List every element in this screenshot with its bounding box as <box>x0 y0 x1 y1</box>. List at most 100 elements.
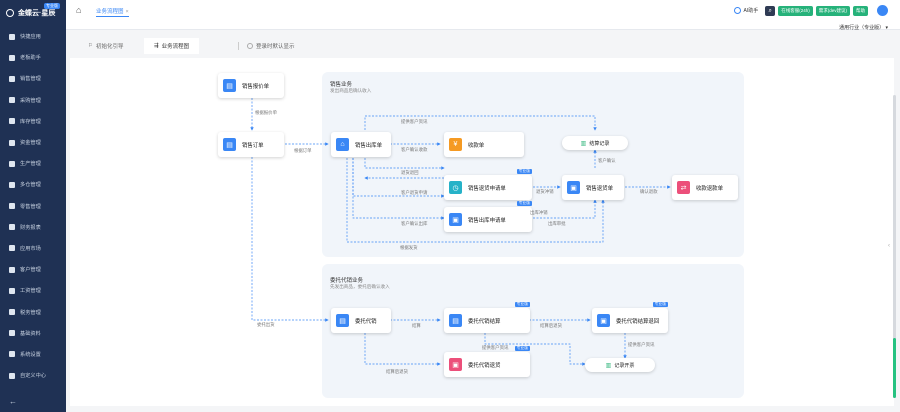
money-icon: ¥ <box>449 138 462 151</box>
edge-label: 客户退货申请 <box>401 190 428 195</box>
avatar[interactable] <box>877 5 888 16</box>
tab-label: 初始化引导 <box>95 44 124 50</box>
node-consign-settle[interactable]: ▤委托代销结算专业版 <box>444 302 530 333</box>
gear-icon <box>8 351 15 358</box>
edge-label: 结算后退货 <box>386 369 408 374</box>
tab-init-guide[interactable]: ⚐初始化引导 <box>78 38 133 54</box>
sidebar-item[interactable]: 资金管理 <box>0 132 66 153</box>
node-settle-record[interactable]: ▥结算记录 <box>562 136 628 150</box>
toggle-label: 登录时默认显示 <box>256 44 295 50</box>
service-button[interactable]: 在线客服(24h) <box>778 5 813 16</box>
node-consign-settle-return[interactable]: ▣委托代销结算退回专业版 <box>592 302 668 333</box>
search-icon[interactable]: ⌕ <box>765 5 776 16</box>
tab-flowchart[interactable]: ⇶业务流程图 <box>144 38 200 54</box>
ai-assistant-button[interactable]: AI助手 <box>734 7 758 14</box>
flow-connectors <box>250 98 671 366</box>
divider <box>238 42 239 50</box>
clock-icon: ◷ <box>449 181 462 194</box>
node-sales-quote[interactable]: ▤ 销售报价单 <box>218 73 284 98</box>
edge-label: 提供客户资讯 <box>401 119 428 124</box>
edge-settle-record <box>484 333 586 366</box>
sidebar-item[interactable]: 零售管理 <box>0 196 66 217</box>
close-icon[interactable]: × <box>125 9 129 15</box>
sidebar-item-label: 应用市场 <box>20 245 41 252</box>
node-label: 委托代销 <box>355 318 377 325</box>
edge-outbound-return <box>352 158 445 198</box>
doc-icon <box>8 54 15 61</box>
sidebar-item[interactable]: 库存管理 <box>0 111 66 132</box>
node-refund[interactable]: ⇄收款退款单 <box>672 175 738 200</box>
sidebar-item[interactable]: 销售管理 <box>0 68 66 89</box>
node-label: 销售订单 <box>242 142 264 149</box>
sidebar-item[interactable]: 多仓管理 <box>0 174 66 195</box>
help-button[interactable]: 帮助 <box>853 5 868 16</box>
group-title: 委托代销业务 <box>330 278 364 284</box>
chevron-right-icon[interactable]: ‹ <box>888 243 890 249</box>
node-sales-return[interactable]: ▣销售退货单 <box>562 175 624 200</box>
edge-label: 结算 <box>412 323 421 328</box>
node-label: 委托代销结算退回 <box>616 318 660 325</box>
edge-label: 结算后退货 <box>540 323 562 328</box>
sidebar-item[interactable]: 快捷应用 <box>0 26 66 47</box>
industry-select[interactable]: 通用行业（专业版） ▾ <box>839 24 888 31</box>
tab-label: 业务流程图 <box>161 44 190 50</box>
sidebar-item[interactable]: 客户管理 <box>0 259 66 280</box>
scrollbar[interactable] <box>893 95 896 398</box>
sidebar: 金蝶云·星辰 专业版 快捷应用老板助手销售管理采购管理库存管理资金管理生产管理多… <box>0 0 66 412</box>
group-title: 销售业务 <box>330 82 353 88</box>
pro-badge: 专业版 <box>516 201 532 206</box>
box-icon: ▣ <box>449 358 462 371</box>
edge-label: 根据订单 <box>294 148 312 153</box>
group-subtitle: 先发出商品，委托后确认收入 <box>330 284 390 289</box>
sidebar-item-label: 基础资料 <box>20 330 41 337</box>
doc-icon: ▤ <box>223 79 236 92</box>
logo-icon <box>6 9 14 17</box>
sidebar-item[interactable]: 应用市场 <box>0 238 66 259</box>
node-sales-order[interactable]: ▤销售订单 <box>218 132 284 157</box>
radio-icon[interactable] <box>247 43 253 49</box>
sidebar-item[interactable]: 老板助手 <box>0 47 66 68</box>
sidebar-item[interactable]: 生产管理 <box>0 153 66 174</box>
sidebar-item-label: 客户管理 <box>20 267 41 274</box>
home-icon[interactable]: ⌂ <box>76 5 82 15</box>
sidebar-item[interactable]: 工资管理 <box>0 280 66 301</box>
node-record-invoice[interactable]: ▥记录开票 <box>585 358 655 372</box>
money-icon <box>8 139 15 146</box>
sidebar-item-label: 工资管理 <box>20 288 41 295</box>
edge-label: 提供客户资讯 <box>482 345 509 350</box>
demand-button[interactable]: 需求(dev建议) <box>815 5 850 16</box>
breadcrumb-tab[interactable]: 业务流程图× <box>96 7 129 17</box>
brand-logo[interactable]: 金蝶云·星辰 专业版 <box>0 0 66 26</box>
edge-label: 客户确认出库 <box>401 221 428 226</box>
sidebar-item-label: 零售管理 <box>20 203 41 210</box>
node-sales-outbound[interactable]: ⌂销售出库单 <box>331 132 391 157</box>
topbar-actions: AI助手 ⌕ 在线客服(24h) 需求(dev建议) 帮助 <box>734 5 888 16</box>
node-label: 委托代销结算 <box>468 318 501 325</box>
salary-icon <box>8 287 15 294</box>
sidebar-item[interactable]: 财务报表 <box>0 217 66 238</box>
refund-icon: ⇄ <box>677 181 690 194</box>
node-outbound-confirm[interactable]: ▣销售出库申请单专业版 <box>444 201 532 232</box>
sidebar-item[interactable]: 基础资料 <box>0 323 66 344</box>
sidebar-item[interactable]: 自定义中心 <box>0 365 66 386</box>
node-receipt[interactable]: ¥ 收款单 <box>444 132 524 157</box>
node-return-confirm[interactable]: ◷销售退货申请单专业版 <box>444 169 532 200</box>
node-label: 收款单 <box>468 142 485 149</box>
node-label: 结算记录 <box>589 140 610 147</box>
node-consign[interactable]: ▤委托代销 <box>331 308 391 333</box>
sidebar-item[interactable]: 采购管理 <box>0 90 66 111</box>
sidebar-item[interactable]: 系统设置 <box>0 344 66 365</box>
node-consign-return[interactable]: ▣委托代销退货专业版 <box>444 346 530 377</box>
sidebar-item-label: 销售管理 <box>20 76 41 83</box>
pro-badge: 专业版 <box>514 346 530 351</box>
scrollbar-thumb[interactable] <box>893 338 896 398</box>
sidebar-item[interactable]: 税务管理 <box>0 301 66 322</box>
arrow-left-icon[interactable]: ← <box>9 397 17 406</box>
edge-label: 根据发货 <box>400 245 418 250</box>
sidebar-item-label: 多仓管理 <box>20 182 41 189</box>
package-icon <box>8 97 15 104</box>
default-show-toggle[interactable]: 登录时默认显示 <box>234 38 305 54</box>
node-label: 销售报价单 <box>242 83 269 90</box>
sidebar-item-label: 自定义中心 <box>20 373 46 380</box>
node-label: 记录开票 <box>614 362 635 369</box>
